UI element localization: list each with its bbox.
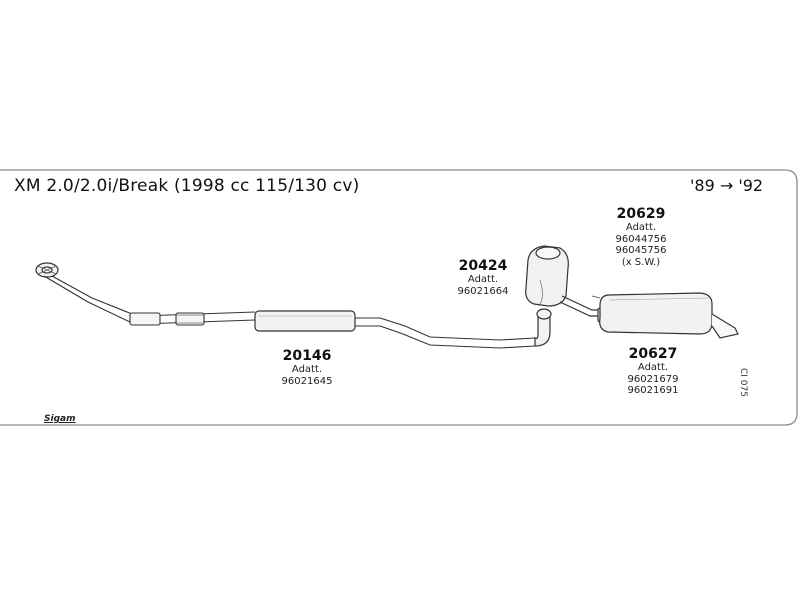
part-code: 20629 [616, 206, 666, 222]
panel-border [0, 169, 798, 426]
part-note: Adatt. [291, 364, 323, 376]
part-ref: 96021679 [627, 373, 679, 385]
year-range: '89 → '92 [690, 176, 764, 195]
front-flange [35, 262, 59, 278]
part-ref: 96021691 [627, 385, 679, 397]
part-ref: 96021645 [281, 375, 333, 387]
rear-silencer-20627 [597, 292, 739, 339]
part-label-20424: 20424 Adatt. 96021664 [448, 258, 518, 297]
part-note: Adatt. [637, 362, 669, 374]
part-note: Adatt. [467, 274, 499, 286]
front-pipe-20146 [43, 275, 256, 326]
part-ref: 96044756 [615, 233, 667, 245]
part-label-20146: 20146 Adatt. 96021645 [272, 348, 342, 387]
part-ref: 96021664 [457, 285, 509, 297]
center-silencer [254, 310, 356, 332]
part-label-20629: 20629 Adatt. 96044756 96045756 (x S.W.) [606, 206, 676, 268]
part-note: Adatt. [625, 222, 657, 234]
middle-muffler-20424 [525, 245, 605, 347]
part-ref: 96045756 [615, 245, 667, 257]
pipe-marker-20629 [591, 295, 601, 299]
part-label-20627: 20627 Adatt. 96021679 96021691 [618, 346, 688, 397]
part-code: 20146 [282, 348, 332, 364]
part-note: (x S.W.) [621, 256, 661, 268]
vehicle-title: XM 2.0/2.0i/Break (1998 cc 115/130 cv) [14, 176, 360, 196]
part-code: 20424 [458, 258, 508, 274]
part-code: 20627 [628, 346, 678, 362]
connecting-pipe [355, 317, 536, 349]
brand-logo: Sigam [44, 414, 76, 424]
diagram-code: CI 075 [738, 368, 748, 397]
